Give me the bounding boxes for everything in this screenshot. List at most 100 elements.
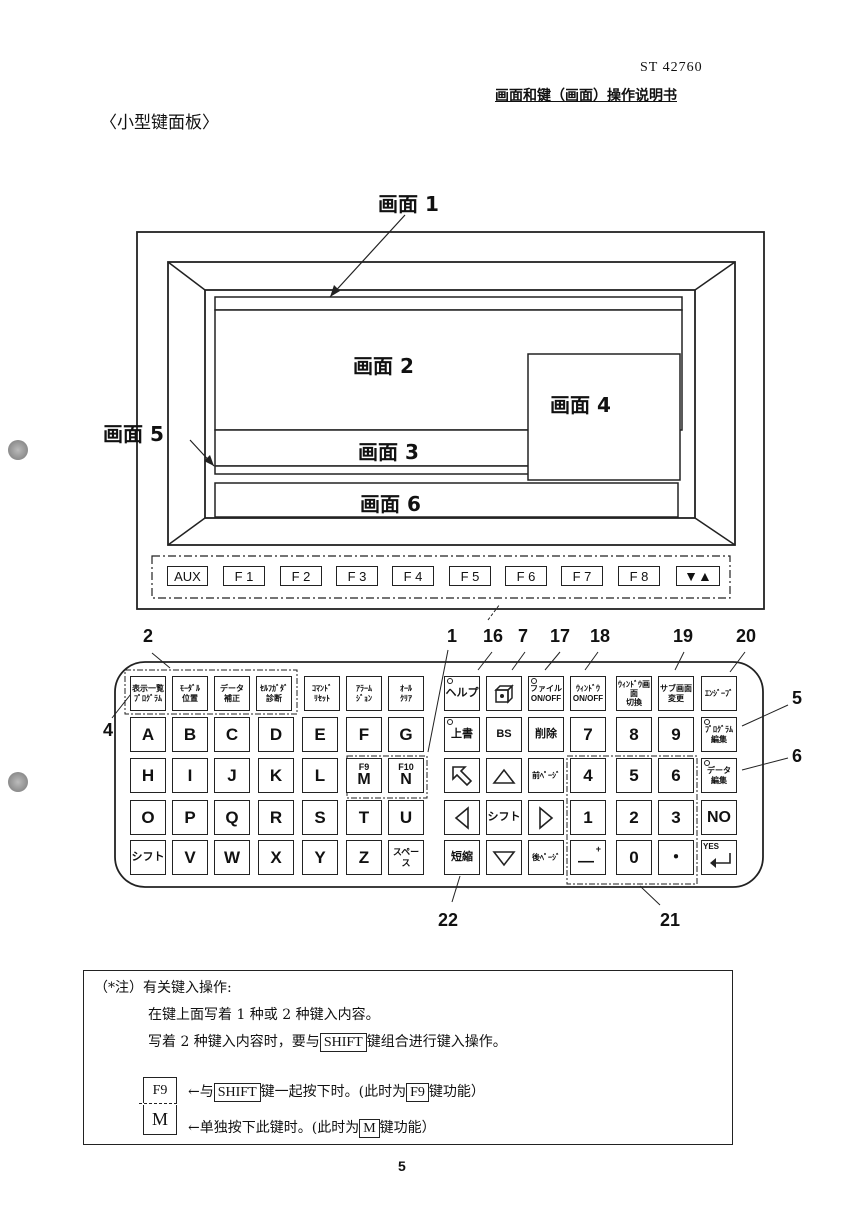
key-o[interactable]: O <box>130 800 166 835</box>
callout-1: 1 <box>447 626 458 646</box>
key-t[interactable]: T <box>346 800 382 835</box>
key-6[interactable]: 6 <box>658 758 694 793</box>
key-q[interactable]: Q <box>214 800 250 835</box>
key-help[interactable]: ヘルプ <box>444 676 480 711</box>
callout-17: 17 <box>550 626 571 646</box>
key-program-edit[interactable]: ﾌﾟﾛｸﾞﾗﾑ編集 <box>701 717 737 752</box>
key-p[interactable]: P <box>172 800 208 835</box>
key-y[interactable]: Y <box>302 840 338 875</box>
screen-6-label: 画面 6 <box>360 492 421 516</box>
document-title: 画面和键（画面）操作说明书 <box>495 88 677 104</box>
key-e[interactable]: E <box>302 717 338 752</box>
key-w[interactable]: W <box>214 840 250 875</box>
key-cube[interactable] <box>486 676 522 711</box>
fkey-f6[interactable]: F 6 <box>505 566 547 586</box>
key-3[interactable]: 3 <box>658 800 694 835</box>
key-l[interactable]: L <box>302 758 338 793</box>
key-self-diagnosis[interactable]: ｾﾙﾌｶﾞﾀﾞ診断 <box>256 676 292 711</box>
key-s[interactable]: S <box>302 800 338 835</box>
key-b[interactable]: B <box>172 717 208 752</box>
f9-key-ref: F9 <box>406 1083 429 1102</box>
key-no[interactable]: NO <box>701 800 737 835</box>
key-shortcut[interactable]: 短縮 <box>444 840 480 875</box>
key-z[interactable]: Z <box>346 840 382 875</box>
key-prev-page[interactable]: 前ﾍﾟｰｼﾞ <box>528 758 564 793</box>
callout-4: 4 <box>103 720 114 740</box>
triangle-right-icon <box>539 805 554 830</box>
key-home[interactable] <box>444 758 480 793</box>
key-data-edit[interactable]: データ編集 <box>701 758 737 793</box>
key-1[interactable]: 1 <box>570 800 606 835</box>
key-9[interactable]: 9 <box>658 717 694 752</box>
key-k[interactable]: K <box>258 758 294 793</box>
key-h[interactable]: H <box>130 758 166 793</box>
key-alarm[interactable]: ｱﾗｰﾑｼﾞｮﾝ <box>346 676 382 711</box>
key-d[interactable]: D <box>258 717 294 752</box>
callout-18: 18 <box>590 626 611 646</box>
key-modal-position[interactable]: ﾓｰﾀﾞﾙ位置 <box>172 676 208 711</box>
triangle-up-icon <box>492 768 516 784</box>
key-2[interactable]: 2 <box>616 800 652 835</box>
fkey-page-arrows[interactable]: ▼▲ <box>676 566 720 586</box>
key-0[interactable]: 0 <box>616 840 652 875</box>
key-8[interactable]: 8 <box>616 717 652 752</box>
key-7[interactable]: 7 <box>570 717 606 752</box>
triangle-down-icon <box>492 850 516 866</box>
key-u[interactable]: U <box>388 800 424 835</box>
key-shift-left[interactable]: シフト <box>130 840 166 875</box>
fkey-f5[interactable]: F 5 <box>449 566 491 586</box>
key-space[interactable]: スペース <box>388 840 424 875</box>
fkey-f2[interactable]: F 2 <box>280 566 322 586</box>
key-cursor-left[interactable] <box>444 800 480 835</box>
shift-key-ref: SHIFT <box>319 1033 367 1052</box>
key-data-compensation[interactable]: データ補正 <box>214 676 250 711</box>
key-v[interactable]: V <box>172 840 208 875</box>
shift-key-ref-2: SHIFT <box>213 1083 261 1102</box>
key-window-switch[interactable]: ｳｨﾝﾄﾞｳ画面切換 <box>616 676 652 711</box>
fkey-f7[interactable]: F 7 <box>561 566 603 586</box>
key-delete[interactable]: 削除 <box>528 717 564 752</box>
fkey-f8[interactable]: F 8 <box>618 566 660 586</box>
key-cursor-right[interactable] <box>528 800 564 835</box>
fkey-f1[interactable]: F 1 <box>223 566 265 586</box>
key-a[interactable]: A <box>130 717 166 752</box>
key-dot[interactable]: ・ <box>658 840 694 875</box>
key-4[interactable]: 4 <box>570 758 606 793</box>
fkey-f4[interactable]: F 4 <box>392 566 434 586</box>
key-command-reset[interactable]: ｺﾏﾝﾄﾞﾘｾｯﾄ <box>304 676 340 711</box>
fkey-f3[interactable]: F 3 <box>336 566 378 586</box>
screen-1-label: 画面 1 <box>378 192 439 216</box>
key-next-page[interactable]: 後ﾍﾟｰｼﾞ <box>528 840 564 875</box>
key-cursor-down[interactable] <box>486 840 522 875</box>
screen-5-label: 画面 5 <box>103 422 164 446</box>
key-program-list[interactable]: 表示一覧ﾌﾟﾛｸﾞﾗﾑ <box>130 676 166 711</box>
key-overwrite[interactable]: 上書 <box>444 717 480 752</box>
key-i[interactable]: I <box>172 758 208 793</box>
cube-icon <box>494 683 514 704</box>
key-shift-center[interactable]: シフト <box>486 800 522 835</box>
key-minus-plus[interactable]: +— <box>570 840 606 875</box>
key-5[interactable]: 5 <box>616 758 652 793</box>
key-cursor-up[interactable] <box>486 758 522 793</box>
key-subscreen-change[interactable]: サブ画面変更 <box>658 676 694 711</box>
callout-7: 7 <box>518 626 529 646</box>
fkey-aux[interactable]: AUX <box>167 566 208 586</box>
key-r[interactable]: R <box>258 800 294 835</box>
key-yes-enter[interactable]: YES <box>701 840 737 875</box>
key-backspace[interactable]: BS <box>486 717 522 752</box>
key-f[interactable]: F <box>346 717 382 752</box>
key-engage[interactable]: ｴﾝｼﾞｰﾌﾞ <box>701 676 737 711</box>
callout-5: 5 <box>792 688 803 708</box>
key-x[interactable]: X <box>258 840 294 875</box>
callout-22: 22 <box>438 910 459 930</box>
key-c[interactable]: C <box>214 717 250 752</box>
key-j[interactable]: J <box>214 758 250 793</box>
screen-2-label: 画面 2 <box>353 354 414 378</box>
key-g[interactable]: G <box>388 717 424 752</box>
key-all-clear[interactable]: ｵｰﾙｸﾘｱ <box>388 676 424 711</box>
